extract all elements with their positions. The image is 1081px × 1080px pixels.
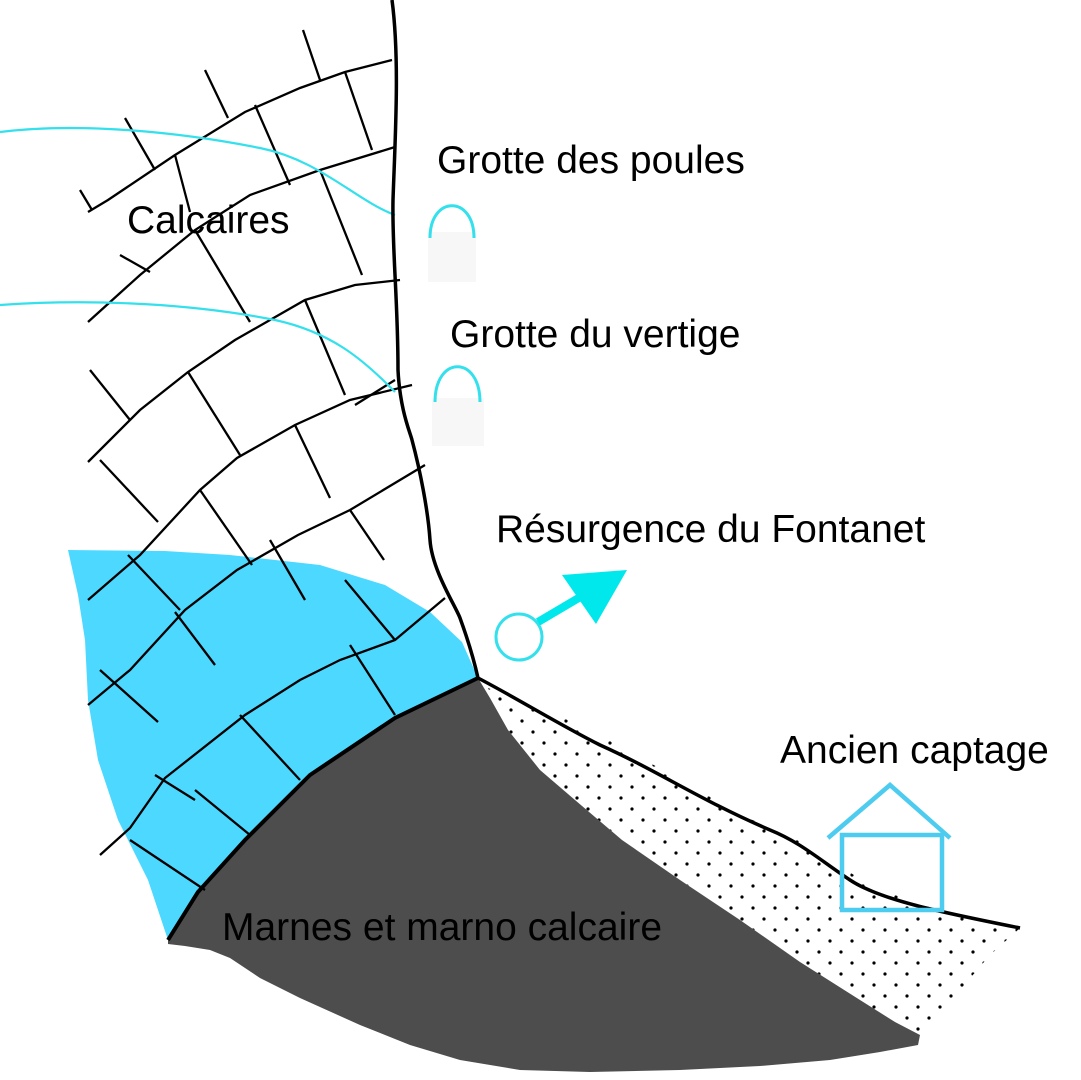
spring-outlet-icon [494, 570, 627, 662]
label-limestone: Calcaires [127, 199, 290, 242]
label-old-catchment: Ancien captage [780, 729, 1049, 772]
label-cave-2: Grotte du vertige [450, 313, 740, 356]
label-marls: Marnes et marno calcaire [222, 906, 662, 949]
marl-contact [166, 676, 479, 942]
limestone-joints [79, 29, 396, 891]
slope-profile [477, 676, 1021, 930]
cave-entrance-icon [432, 365, 484, 446]
cliff-profile [390, 0, 480, 679]
scree-deposit [488, 688, 1020, 1035]
label-spring: Résurgence du Fontanet [496, 508, 925, 551]
cave-entrance-icon [428, 204, 476, 282]
label-cave-1: Grotte des poules [437, 139, 745, 182]
water-flow-lines [0, 126, 396, 393]
marl-formation [168, 678, 920, 1072]
house-icon [826, 782, 952, 913]
